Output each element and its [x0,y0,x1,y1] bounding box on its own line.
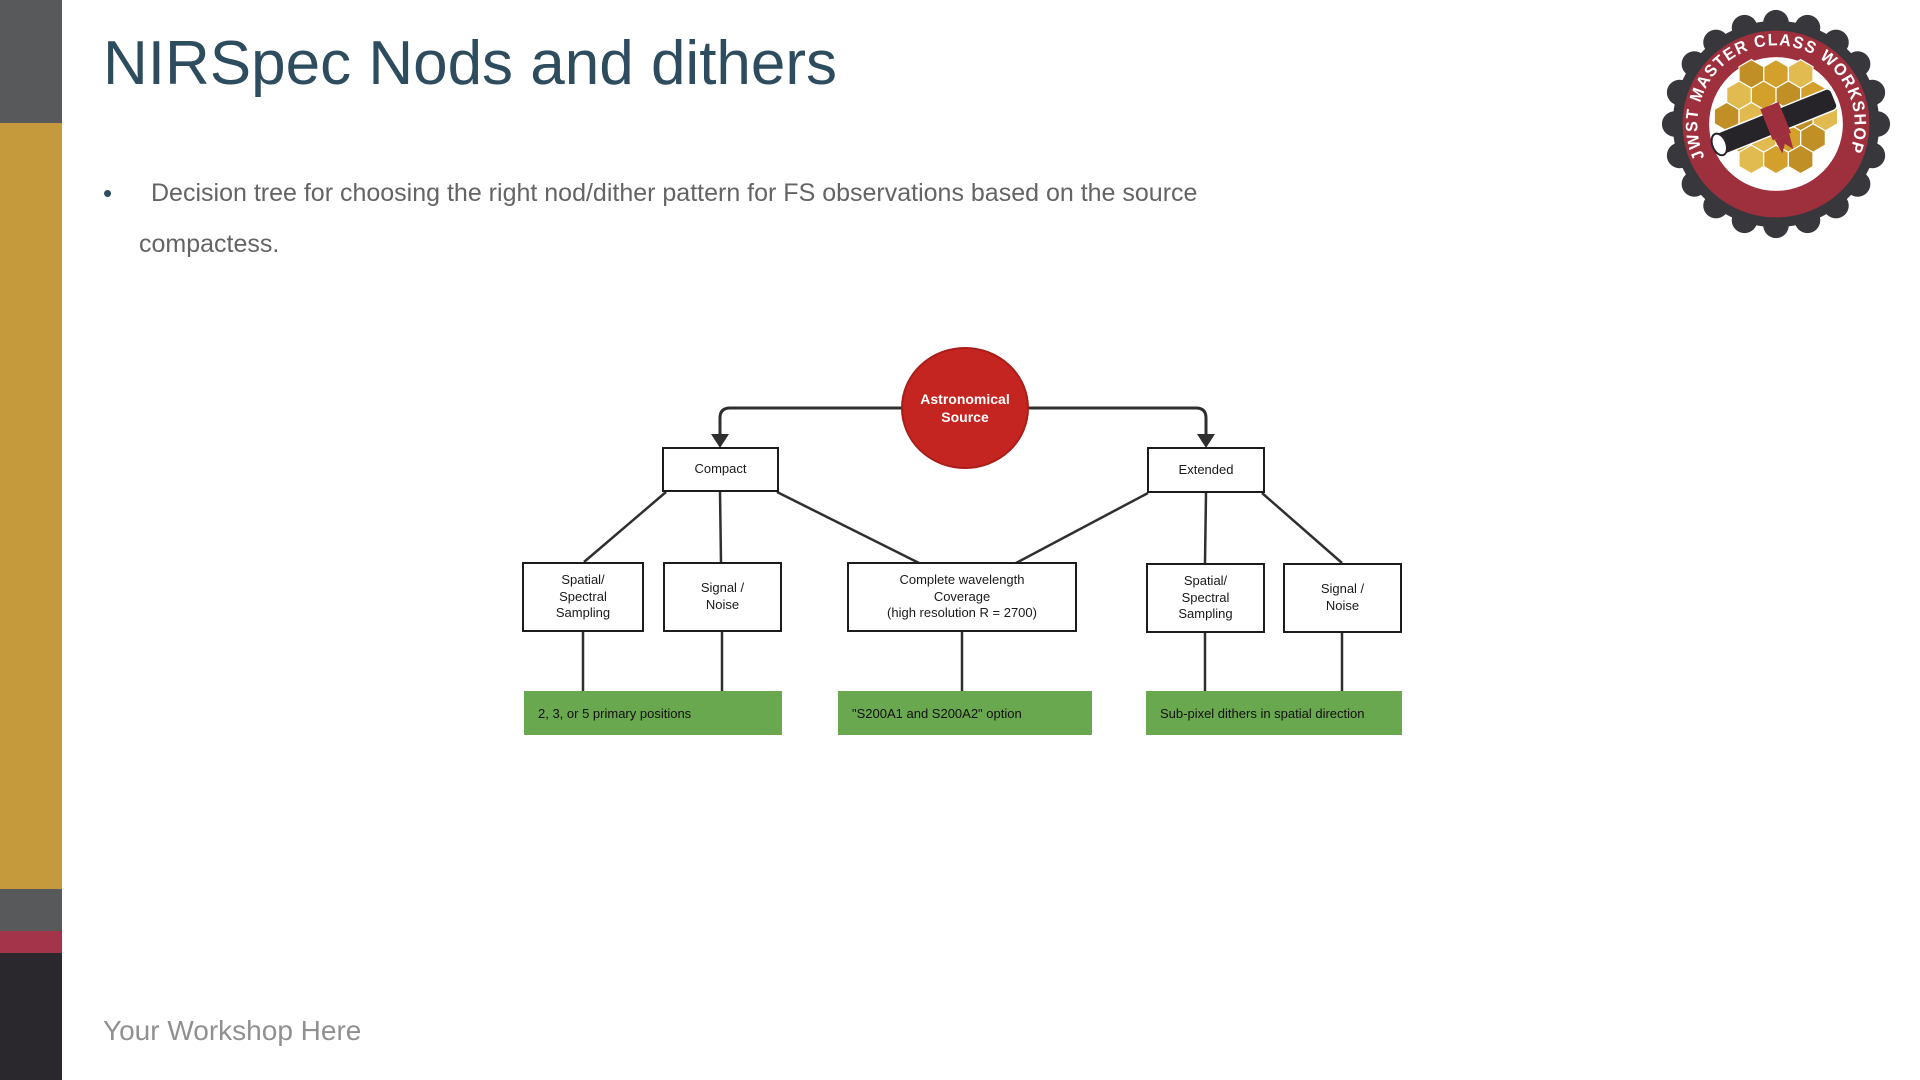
node-line: Signal / [700,580,745,596]
node-line: Noise [1325,598,1360,613]
bullet-text-line2: compactess. [139,230,280,258]
node-compact-label: Compact [694,461,747,477]
page-title: NIRSpec Nods and dithers [103,29,838,98]
footer-placeholder-text: Your Workshop Here [103,1015,362,1046]
node-line: Spectral [1181,589,1230,605]
connector-extended-to-coverage [1015,491,1149,565]
connector-compact-to-sampling [583,491,667,563]
connector-extended-to-sampling [1203,492,1208,564]
connector-compact-to-coverage [776,490,920,565]
node-extended-label: Extended [1178,461,1234,477]
node-signal-noise-right: Signal / Noise [1283,563,1402,633]
outcome-primary-positions: 2, 3, or 5 primary positions [524,691,782,735]
node-line: Spatial/ [561,571,605,587]
source-label-line1: Astronomical [920,391,1009,407]
jwst-masterclass-logo: JWST MASTER CLASS WORKSHOP [1658,6,1894,242]
node-line: (high resolution R = 2700) [887,605,1037,621]
connector-compact-to-noise [718,491,723,563]
node-line: Sampling [555,605,611,621]
bullet-marker: • [103,178,113,208]
slide-accent-sidebar [0,0,62,1080]
sidebar-segment-red [0,931,62,953]
outcome-s200a-option: "S200A1 and S200A2" option [838,691,1092,735]
bullet-item: • Decision tree for choosing the right n… [103,168,1197,270]
bullet-text-line1: Decision tree for choosing the right nod… [151,179,1198,207]
decision-tree-diagram: Astronomical Source Compact Extended Spa… [500,330,1450,770]
sidebar-segment-dark [0,953,62,1080]
node-line: Sampling [1178,606,1233,622]
sidebar-segment-gold [0,123,62,889]
node-spatial-spectral-sampling-left: Spatial/ Spectral Sampling [522,562,644,632]
astronomical-source-circle [901,347,1029,469]
node-line: Spatial/ [1183,572,1228,588]
source-label-line2: Source [941,409,989,425]
node-line: Complete wavelength [899,571,1025,587]
connector-source-to-extended [1028,406,1208,435]
node-line: Signal / [1320,581,1365,597]
connector-extended-to-noise [1261,492,1343,564]
node-line: Noise [705,597,740,612]
node-complete-wavelength-coverage: Complete wavelength Coverage (high resol… [847,562,1077,632]
bullet-text: Decision tree for choosing the right nod… [139,168,1198,270]
diagram-connectors: Astronomical Source [581,347,1344,691]
badge-diploma-scroll [1710,88,1838,157]
sidebar-segment-gray-mid [0,889,62,931]
badge-svg: JWST MASTER CLASS WORKSHOP [1661,9,1891,239]
sidebar-segment-gray-top [0,0,62,123]
node-spatial-spectral-sampling-right: Spatial/ Spectral Sampling [1146,563,1265,633]
outcome-subpixel-dithers: Sub-pixel dithers in spatial direction [1146,691,1402,735]
connector-source-to-compact [718,406,902,435]
node-signal-noise-left: Signal / Noise [663,562,782,632]
node-extended: Extended [1147,447,1265,493]
node-compact: Compact [662,447,779,492]
arrowhead-compact [711,434,729,448]
node-line: Spectral [559,588,607,604]
node-line: Coverage [933,588,991,604]
arrowhead-extended [1197,434,1215,448]
